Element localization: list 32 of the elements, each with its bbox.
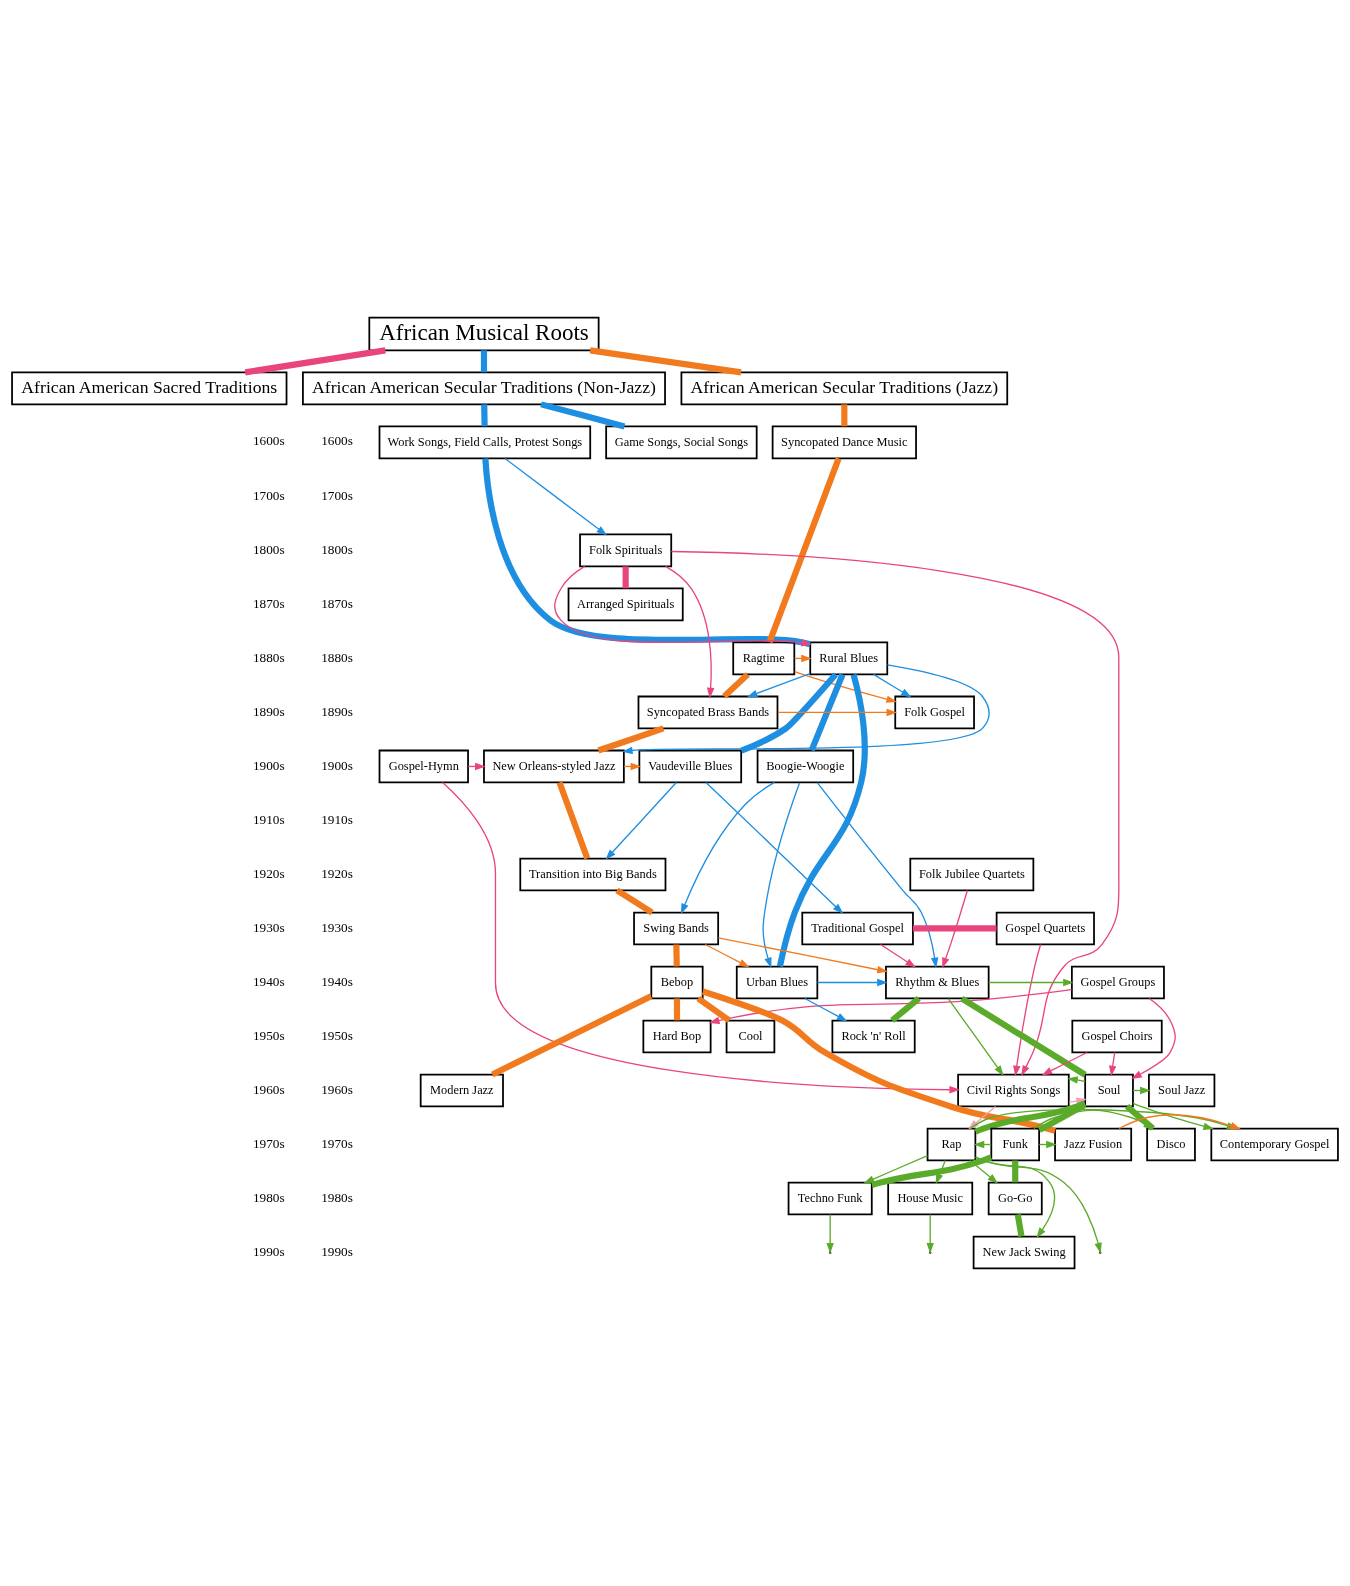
label: 1900s (252, 757, 285, 773)
label: 1970s (321, 1135, 353, 1151)
label: 1930s (252, 919, 285, 935)
label: 1960s (252, 1081, 285, 1097)
label: 1880s (321, 649, 353, 665)
label: 1700s (252, 487, 285, 503)
label: 1800s (252, 541, 285, 557)
label: 1980s (252, 1189, 285, 1205)
label: 1990s (252, 1243, 285, 1259)
label: 1900s (321, 757, 353, 773)
label: 1970s (252, 1135, 285, 1151)
label: 1910s (321, 811, 353, 827)
label: 1890s (321, 703, 353, 719)
label: 1950s (321, 1027, 353, 1043)
label: 1960s (321, 1081, 353, 1097)
label: 1950s (252, 1027, 285, 1043)
label: 1920s (252, 865, 285, 881)
label: 1940s (321, 973, 353, 989)
label: 1910s (252, 811, 285, 827)
label: 1940s (252, 973, 285, 989)
label: 1930s (321, 919, 353, 935)
label: 1990s (321, 1243, 353, 1259)
label: 1890s (252, 703, 285, 719)
label: 1880s (252, 649, 285, 665)
label: 1800s (321, 541, 353, 557)
label: 1600s (321, 433, 353, 449)
label: 1920s (321, 865, 353, 881)
label: 1980s (321, 1189, 353, 1205)
label: 1870s (321, 595, 353, 611)
label: 1870s (252, 595, 285, 611)
label: 1600s (252, 433, 285, 449)
label: 1700s (321, 487, 353, 503)
